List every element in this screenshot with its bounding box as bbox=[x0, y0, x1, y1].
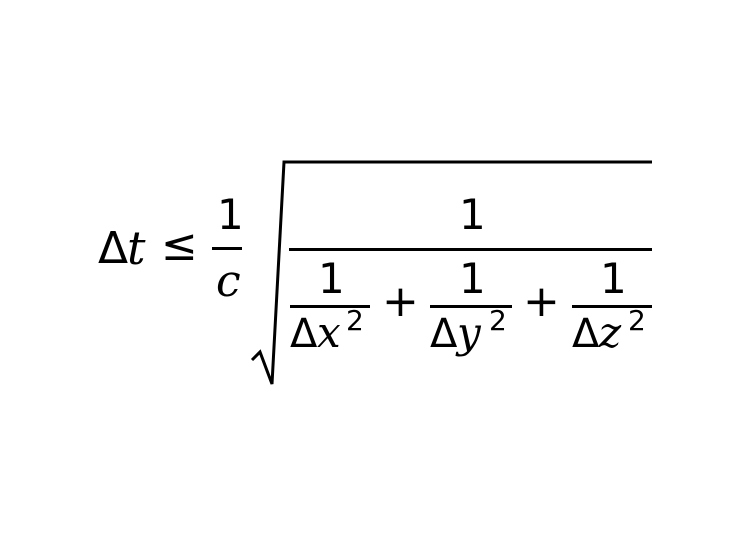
term-z-variable: z bbox=[599, 308, 622, 357]
term-x-exponent: 2 bbox=[346, 304, 364, 337]
term-z-exponent: 2 bbox=[628, 304, 646, 337]
term-y-variable: y bbox=[457, 308, 481, 357]
term-z-numerator: 1 bbox=[600, 254, 627, 303]
term-x-delta-symbol: Δ bbox=[290, 311, 318, 357]
term-z-delta-symbol: Δ bbox=[572, 311, 600, 357]
coef-denominator: c bbox=[216, 256, 241, 307]
term-y-numerator: 1 bbox=[459, 254, 486, 303]
coef-numerator: 1 bbox=[217, 190, 244, 239]
term-y-exponent: 2 bbox=[489, 304, 507, 337]
term-x-fraction-bar bbox=[290, 305, 370, 308]
coef-fraction-bar bbox=[212, 247, 242, 250]
term-x-variable: x bbox=[317, 308, 341, 357]
less-equal-symbol: ≤ bbox=[161, 220, 198, 271]
lhs-variable-t: t bbox=[127, 221, 146, 275]
radicand-fraction-bar bbox=[289, 248, 652, 251]
plus-symbol-1: + bbox=[382, 276, 419, 327]
lhs-delta-symbol: Δ bbox=[98, 223, 129, 274]
radicand-numerator: 1 bbox=[459, 190, 486, 239]
term-y-delta-symbol: Δ bbox=[430, 311, 458, 357]
term-y-fraction-bar bbox=[430, 305, 512, 308]
plus-symbol-2: + bbox=[523, 276, 560, 327]
term-z-fraction-bar bbox=[572, 305, 652, 308]
term-x-numerator: 1 bbox=[318, 254, 345, 303]
